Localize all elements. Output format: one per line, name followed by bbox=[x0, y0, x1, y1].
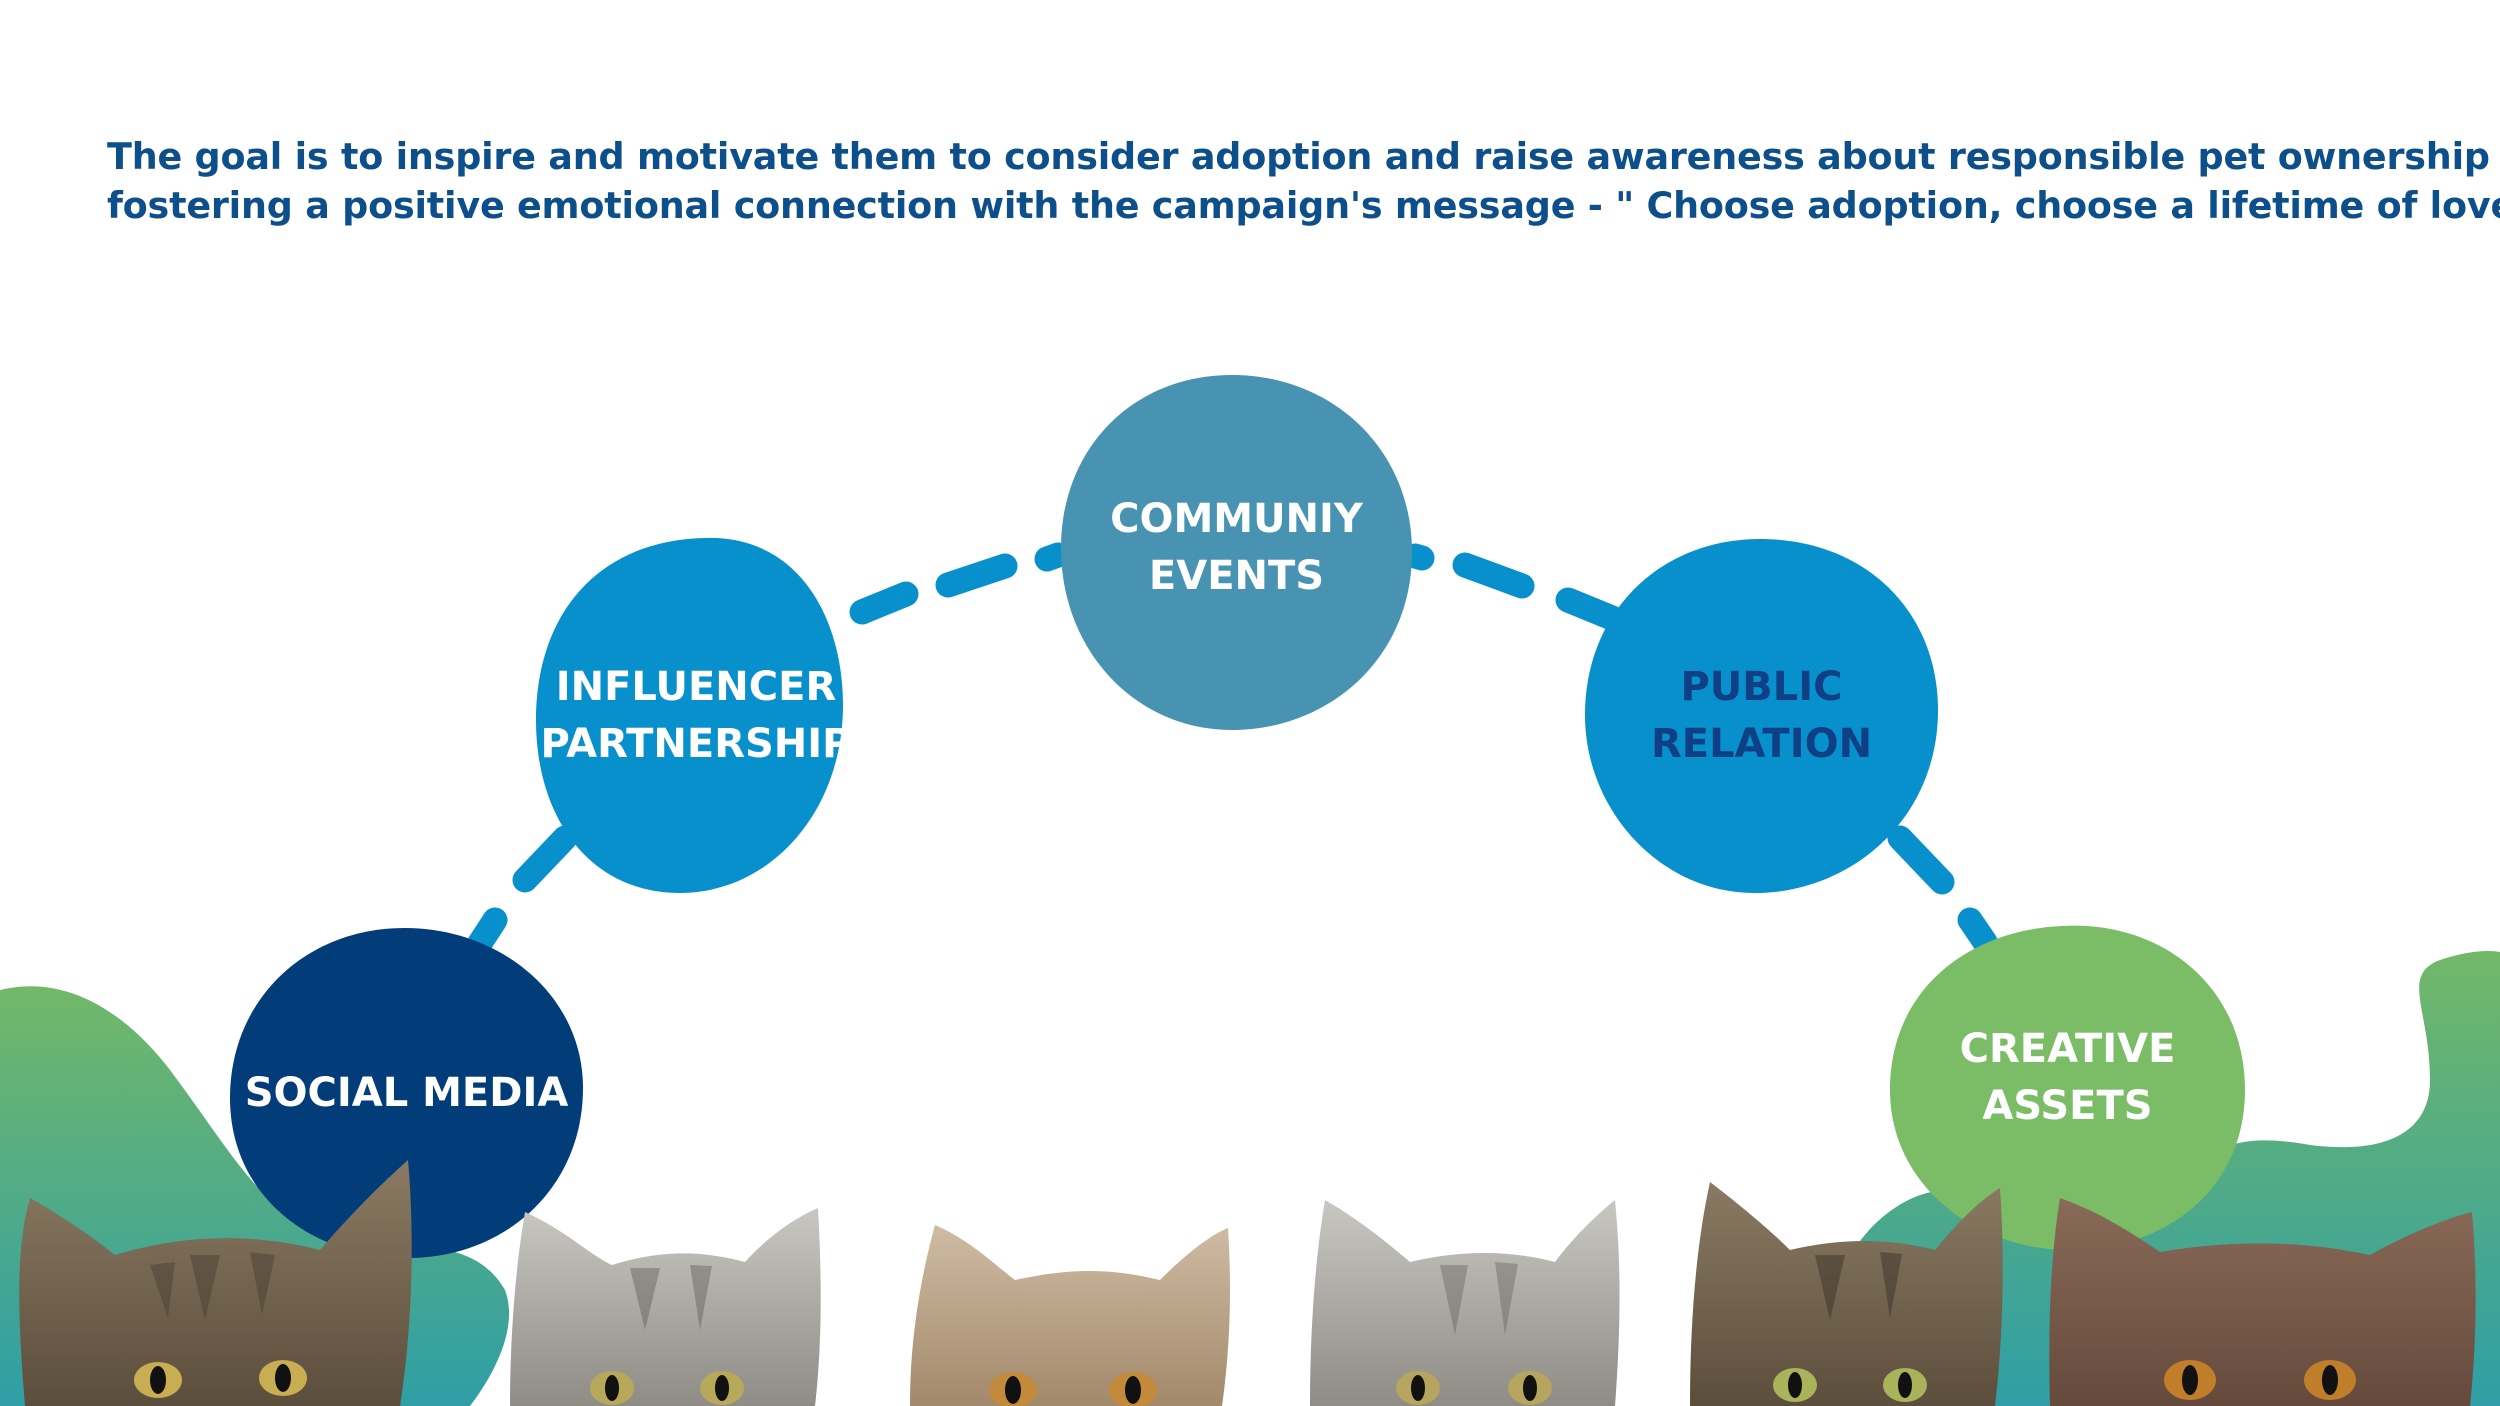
node-influencer-label-line-2: PARTNERSHIP bbox=[540, 720, 852, 767]
node-creative-assets: CREATIVE ASSETS bbox=[1890, 926, 2245, 1250]
cat-silver-tabby bbox=[510, 1208, 821, 1406]
circle-community-events bbox=[1061, 375, 1412, 730]
node-social-media: SOCIAL MEDIA bbox=[230, 928, 583, 1258]
cat-tabby-left bbox=[19, 1160, 412, 1406]
node-public-relation-label-line-2: RELATION bbox=[1650, 721, 1873, 767]
campaign-goal-text: The goal is to inspire and motivate them… bbox=[107, 132, 2500, 230]
node-public-relation-label-line-1: PUBLIC bbox=[1680, 664, 1843, 710]
node-community-events: COMMUNIY EVENTS bbox=[1061, 375, 1412, 730]
node-influencer-partnership: INFLUENCER PARTNERSHIP bbox=[536, 538, 856, 893]
cat-cream bbox=[910, 1225, 1230, 1406]
circle-social-media bbox=[230, 928, 583, 1258]
circle-public-relation bbox=[1585, 539, 1938, 893]
node-social-media-label: SOCIAL MEDIA bbox=[244, 1069, 569, 1116]
node-creative-label-line-2: ASSETS bbox=[1982, 1083, 2153, 1129]
campaign-goal-line-2: fostering a positive emotional connectio… bbox=[107, 184, 2500, 227]
campaign-goal-line-1: The goal is to inspire and motivate them… bbox=[107, 135, 2500, 178]
node-creative-label-line-1: CREATIVE bbox=[1959, 1026, 2176, 1072]
cat-brown-persian bbox=[2049, 1198, 2476, 1406]
node-community-label-line-2: EVENTS bbox=[1148, 552, 1325, 599]
node-influencer-label-line-1: INFLUENCER bbox=[555, 663, 837, 710]
node-community-label-line-1: COMMUNIY bbox=[1110, 495, 1363, 542]
cat-grey-long-hair bbox=[1310, 1200, 1620, 1406]
cat-dark-tabby bbox=[1690, 1182, 2003, 1406]
circle-influencer-partnership bbox=[536, 537, 843, 893]
node-public-relation: PUBLIC RELATION bbox=[1585, 539, 1938, 893]
circle-creative-assets bbox=[1890, 925, 2245, 1250]
connector-lines bbox=[467, 542, 1998, 956]
